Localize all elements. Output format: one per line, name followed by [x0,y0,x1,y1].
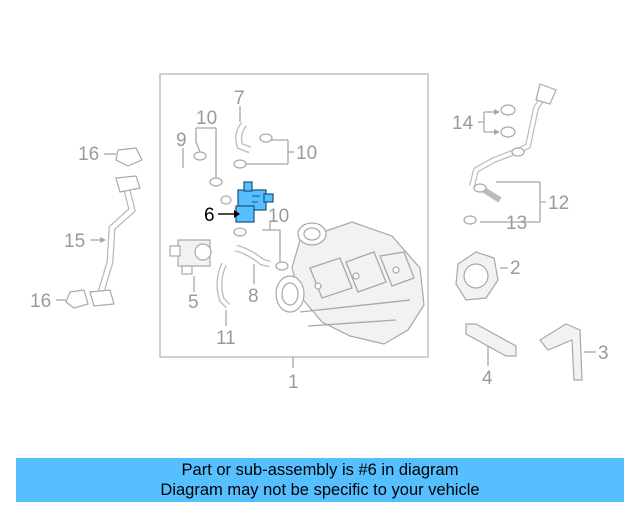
part-6-highlighted-valve [235,181,274,223]
bracket-3 [539,323,583,381]
callout-3: 3 [598,343,609,364]
caption-line-1: Part or sub-assembly is #6 in diagram [181,461,459,479]
callout-10-mid: 10 [268,206,289,227]
callout-9: 9 [176,130,187,151]
parts-diagram: 1 2 3 4 5 6 7 8 9 10 10 10 11 12 13 14 1… [30,73,609,393]
callout-8: 8 [248,286,259,307]
callout-16-lower: 16 [30,291,51,312]
callout-5: 5 [188,292,199,313]
caption-line-2: Diagram may not be specific to your vehi… [160,481,480,499]
gasket-16-upper [115,147,143,167]
caption-bar: Part or sub-assembly is #6 in diagram Di… [16,458,624,502]
callout-10-right: 10 [296,143,317,164]
turbocharger-manifold-drawing [275,221,425,345]
callout-1: 1 [288,372,299,393]
callout-4: 4 [482,368,493,389]
callout-15: 15 [64,231,85,252]
callout-7: 7 [234,88,245,109]
callout-6: 6 [204,205,215,226]
clamps-10 [193,133,289,271]
callout-13: 13 [506,213,527,234]
callout-14: 14 [452,113,474,134]
oil-pipe-15 [89,175,141,307]
callout-16-upper: 16 [78,144,99,165]
callout-10-top: 10 [196,108,217,129]
part-5-valve-drawing [169,239,212,275]
callout-11: 11 [216,328,236,349]
gasket-2 [455,251,499,301]
gasket-16-lower [65,289,89,309]
assembly-frame [159,73,429,358]
callout-2: 2 [510,258,521,279]
coolant-pipe-14-12 [463,83,557,225]
callout-12: 12 [548,193,569,214]
bracket-4 [465,323,517,357]
